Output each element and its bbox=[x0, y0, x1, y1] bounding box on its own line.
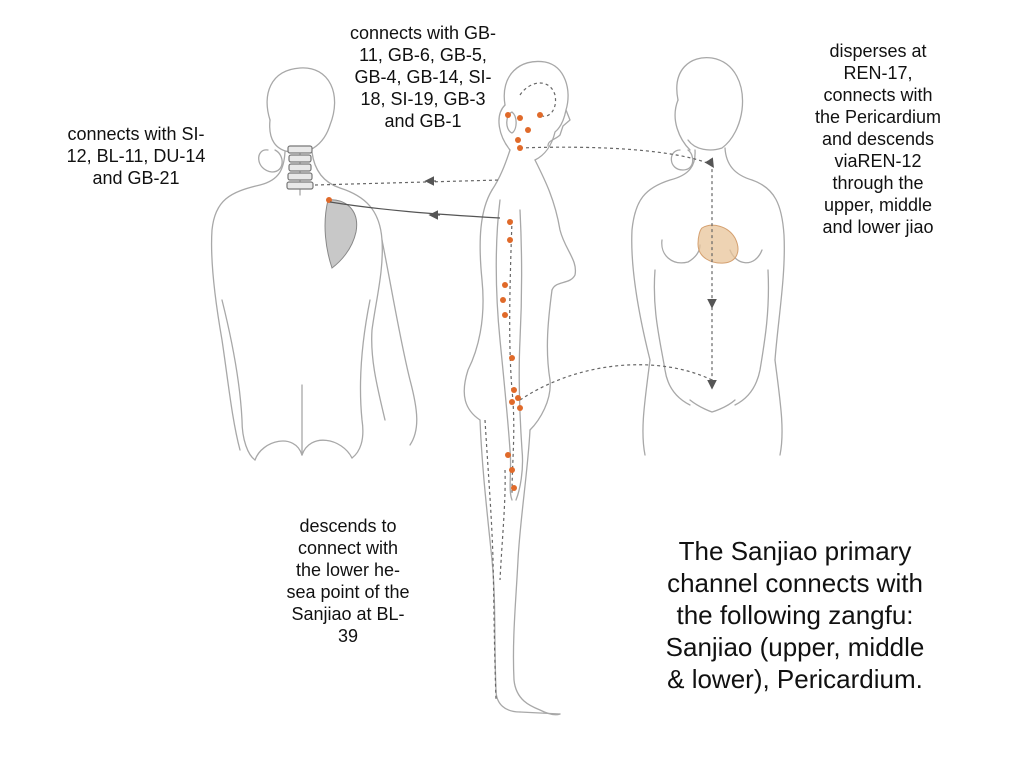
scapula bbox=[324, 199, 358, 269]
pericardium-region bbox=[697, 224, 739, 264]
leg-connections-label: descends to connect with the lower he- s… bbox=[286, 516, 410, 646]
front-view-figure bbox=[631, 57, 785, 456]
channel-lines bbox=[314, 82, 717, 701]
caption-text: The Sanjiao primary channel connects wit… bbox=[665, 536, 925, 694]
head-connections-label: connects with GB- 11, GB-6, GB-5, GB-4, … bbox=[349, 23, 497, 131]
back-view-figure bbox=[210, 67, 418, 461]
side-view-figure bbox=[463, 60, 577, 716]
chest-connections-label: disperses at REN-17, connects with the P… bbox=[814, 41, 942, 237]
shoulder-connections-label: connects with SI- 12, BL-11, DU-14 and G… bbox=[66, 124, 206, 188]
acupoints bbox=[500, 112, 543, 491]
